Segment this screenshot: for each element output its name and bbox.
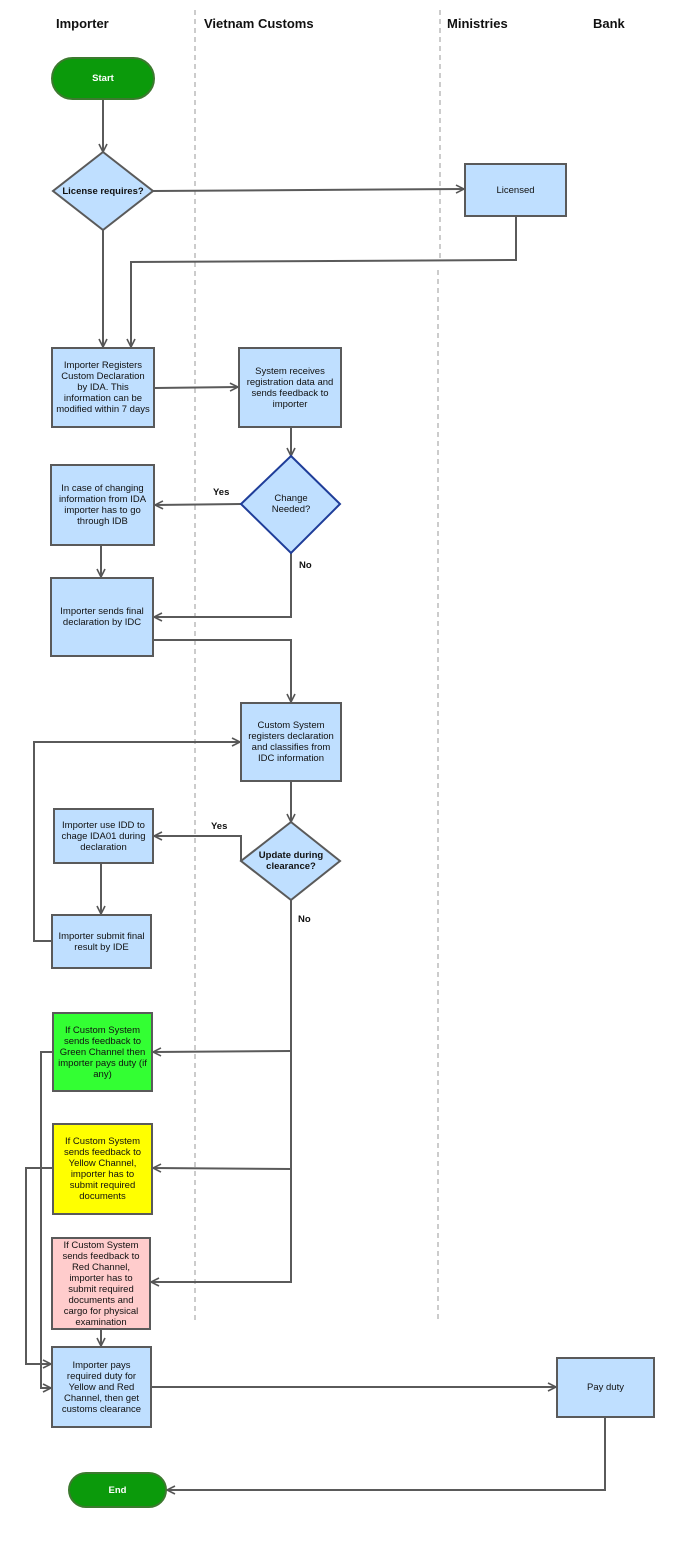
edge-bank-end xyxy=(167,1418,606,1490)
change-needed-diamond xyxy=(239,454,342,555)
yellow-channel-box: If Custom System sends feedback to Yello… xyxy=(52,1123,153,1215)
end-terminal: End xyxy=(68,1472,167,1508)
license-decision-diamond xyxy=(51,150,155,232)
edge-green-pays xyxy=(40,1051,52,1388)
update-during-label: Update during clearance? xyxy=(258,850,324,872)
edge-change-idb xyxy=(155,504,242,505)
edge-label-update-yes: Yes xyxy=(211,821,228,832)
start-terminal: Start xyxy=(51,57,155,100)
change-needed-label: Change Needed? xyxy=(271,493,311,515)
update-during-diamond xyxy=(239,820,342,902)
lane-title-importer: Importer xyxy=(56,16,109,31)
lane-title-ministries: Ministries xyxy=(447,16,508,31)
edge-update-red xyxy=(151,900,292,1282)
license-decision-label: License requires? xyxy=(62,185,144,197)
change-via-idb-box: In case of changing information from IDA… xyxy=(50,464,155,546)
edge-idc-custom xyxy=(154,639,291,702)
custom-registers-box: Custom System registers declaration and … xyxy=(240,702,342,782)
edge-licensed-register xyxy=(131,217,517,347)
lane-title-customs: Vietnam Customs xyxy=(204,16,314,31)
edge-change-idc xyxy=(154,553,292,617)
edge-label-change-no: No xyxy=(299,560,312,571)
edge-update-green xyxy=(153,1051,292,1052)
edge-ide-custom xyxy=(33,742,240,942)
green-channel-box: If Custom System sends feedback to Green… xyxy=(52,1012,153,1092)
submit-ide-box: Importer submit final result by IDE xyxy=(51,914,152,969)
lane-title-bank: Bank xyxy=(593,16,625,31)
send-idc-box: Importer sends final declaration by IDC xyxy=(50,577,154,657)
edge-register-system xyxy=(154,387,238,388)
register-ida-box: Importer Registers Custom Declaration by… xyxy=(51,347,155,428)
pays-duty-box: Importer pays required duty for Yellow a… xyxy=(51,1346,152,1428)
pay-duty-bank-box: Pay duty xyxy=(556,1357,655,1418)
edge-label-update-no: No xyxy=(298,914,311,925)
system-receives-box: System receives registration data and se… xyxy=(238,347,342,428)
edge-label-change-yes: Yes xyxy=(213,487,230,498)
use-idd-box: Importer use IDD to chage IDA01 during d… xyxy=(53,808,154,864)
licensed-box: Licensed xyxy=(464,163,567,217)
edge-yellow-pays xyxy=(25,1167,52,1364)
edge-update-idd xyxy=(154,836,242,861)
edge-license-licensed xyxy=(152,189,464,191)
edge-update-yellow xyxy=(153,1168,292,1169)
red-channel-box: If Custom System sends feedback to Red C… xyxy=(51,1237,151,1330)
